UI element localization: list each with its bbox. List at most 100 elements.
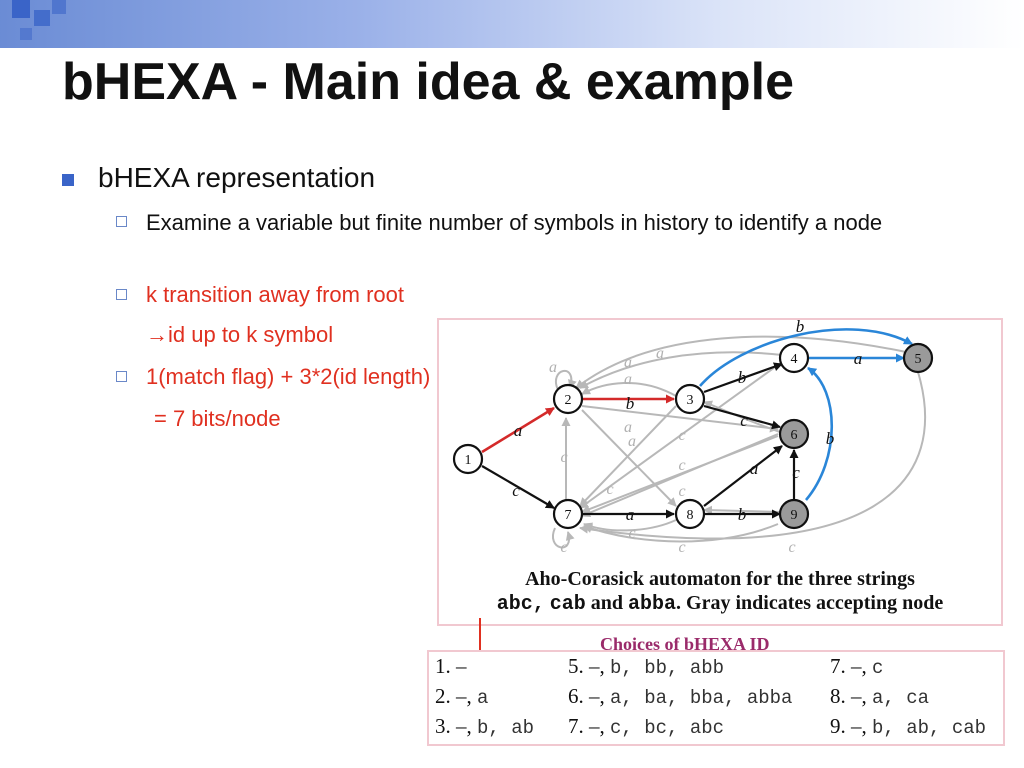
- caption-string-cab: cab: [549, 593, 586, 616]
- node-1: [452, 443, 484, 475]
- edge-5-2: [575, 335, 907, 389]
- sub-bullet-text: →id up to k symbol: [146, 322, 334, 347]
- edge-3-5: [699, 328, 913, 387]
- label-g72: c: [560, 449, 567, 466]
- label-g67: c: [678, 483, 685, 500]
- cell-ids: b, ab, cab: [872, 717, 987, 739]
- node-label-3: 3: [687, 393, 694, 408]
- decor-square: [20, 28, 32, 40]
- slide-title: bHEXA - Main idea & example: [62, 53, 795, 111]
- edge-9-7: [583, 523, 779, 543]
- edge-8-7: [583, 519, 677, 532]
- edge-5-7: [579, 371, 926, 540]
- node-label-9: 9: [791, 508, 798, 523]
- label-g27: c: [606, 481, 613, 498]
- label-g63: a: [624, 419, 632, 436]
- table-cell-7b: 7. –, c, bc, abc: [568, 714, 724, 739]
- cell-number: 7. –,: [830, 654, 867, 678]
- edge-2-8: [581, 409, 677, 507]
- table-cell-7a: 7. –, c: [830, 654, 883, 679]
- cell-number: 6. –,: [568, 684, 605, 708]
- header-gradient: [0, 0, 1024, 48]
- table-cell-8: 8. –, a, ca: [830, 684, 929, 709]
- edge-9-8-ghost: [703, 505, 781, 515]
- label-g32: a: [624, 371, 632, 388]
- cell-number: 9. –,: [830, 714, 867, 738]
- decor-square: [12, 0, 30, 18]
- label-g87: c: [628, 525, 635, 542]
- sub-bullet-examine: Examine a variable but finite number of …: [116, 206, 916, 240]
- node-label-7: 7: [565, 508, 572, 523]
- label-e12: a: [514, 421, 523, 440]
- label-e35: b: [796, 318, 805, 336]
- edge-3-7: [579, 405, 677, 507]
- label-g57: c: [678, 539, 685, 556]
- label-g52: a: [656, 345, 664, 362]
- node-label-5: 5: [915, 352, 922, 367]
- bullet-text: bHEXA representation: [98, 162, 376, 193]
- cell-number: 1. –: [435, 654, 467, 678]
- label-e86: a: [750, 459, 759, 478]
- label-e45: a: [854, 349, 863, 368]
- label-g93: a: [628, 433, 636, 450]
- sub-bullet-id-up-to-k: →id up to k symbol: [116, 322, 333, 348]
- cell-ids: c, bc, abc: [610, 717, 725, 739]
- square-bullet-icon: [62, 174, 74, 186]
- cell-number: 8. –,: [830, 684, 867, 708]
- node-8: [674, 498, 706, 530]
- label-g42: a: [624, 354, 632, 371]
- label-g37: c: [678, 427, 685, 444]
- cell-ids: c: [872, 657, 884, 679]
- edge-self-7: [552, 527, 575, 549]
- label-e96: c: [792, 463, 800, 482]
- edge-3-2: [581, 381, 677, 397]
- bullet-bhexa: bHEXA representation: [62, 162, 376, 194]
- aho-corasick-automaton-diagram: a c b b c a a b c a b b a c c a a a a a …: [452, 318, 934, 556]
- node-7: [552, 498, 584, 530]
- decor-square: [34, 10, 50, 26]
- cell-number: 5. –,: [568, 654, 605, 678]
- table-cell-5: 5. –, b, bb, abb: [568, 654, 724, 679]
- edge-1-7: [481, 465, 555, 509]
- label-e17: c: [512, 481, 520, 500]
- node-label-2: 2: [565, 393, 572, 408]
- node-label-8: 8: [687, 508, 694, 523]
- edge-4-7: [579, 361, 783, 509]
- cell-number: 3. –,: [435, 714, 472, 738]
- node-label-1: 1: [465, 453, 472, 468]
- hollow-square-bullet-icon: [116, 216, 127, 227]
- label-e78: a: [626, 505, 635, 524]
- edge-1-2: [481, 406, 555, 454]
- edge-6-7b: [581, 433, 779, 518]
- hollow-square-bullet-icon: [116, 289, 127, 300]
- node-9-accepting: [778, 498, 810, 530]
- cell-ids: a, ca: [872, 687, 930, 709]
- edge-self-2: [555, 370, 577, 391]
- label-e94: b: [826, 429, 835, 448]
- sub-bullet-bits: 1(match flag) + 3*2(id length): [116, 364, 430, 390]
- sub-bullet-bits-per-node: = 7 bits/node: [146, 406, 281, 432]
- edge-2-6: [581, 405, 779, 433]
- decor-square: [52, 0, 66, 14]
- bhexa-id-table: [427, 650, 1005, 746]
- figure-caption-line1: Aho-Corasick automaton for the three str…: [525, 568, 915, 590]
- label-e36: c: [740, 411, 748, 430]
- sub-bullet-k-transition: k transition away from root: [116, 282, 404, 308]
- table-cell-6: 6. –, a, ba, bba, abba: [568, 684, 792, 709]
- sub-bullet-text: = 7 bits/node: [154, 406, 281, 431]
- edge-9-4: [805, 366, 833, 501]
- node-4: [778, 342, 810, 374]
- label-e23: b: [626, 394, 635, 413]
- label-e34: b: [738, 368, 747, 387]
- bhexa-id-table-title: Choices of bHEXA ID: [600, 634, 770, 654]
- table-cell-2: 2. –, a: [435, 684, 488, 709]
- edge-4-2: [579, 351, 783, 389]
- caption-string-abc: abc,: [496, 593, 545, 616]
- cell-ids: b, ab: [477, 717, 535, 739]
- title-bar-decoration: [0, 0, 1024, 48]
- cell-number: 2. –,: [435, 684, 472, 708]
- label-g47: c: [678, 457, 685, 474]
- table-cell-1: 1. –: [435, 654, 467, 679]
- label-self2: a: [549, 359, 557, 376]
- node-label-4: 4: [791, 352, 798, 367]
